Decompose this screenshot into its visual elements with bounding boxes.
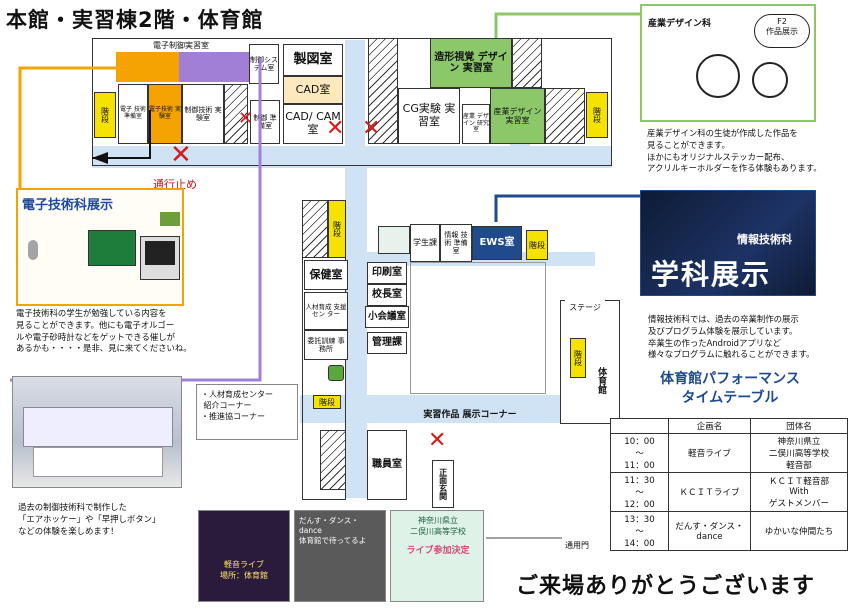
timetable: 企画名 団体名 10：00 ～ 11：00 軽音ライブ 神奈川県立 二俣川高等学…	[610, 418, 848, 551]
denshi-callout: 電子技術科展示	[16, 188, 184, 306]
circuit-board-icon	[88, 230, 136, 266]
timetable-header: 企画名 団体名	[610, 418, 848, 434]
poster-school-name: 神奈川県立 二俣川高等学校	[410, 516, 466, 536]
sangyo-description: 産業デザイン科の生徒が作成した作品を 見ることができます。 ほかにもオリジナルス…	[647, 128, 822, 174]
character-icon	[752, 62, 788, 98]
page-title: 本館・実習棟2階・体育館	[6, 8, 264, 32]
stairs-upper-right: 階段	[586, 92, 608, 138]
timetable-title: 体育館パフォーマンス タイムテーブル	[660, 371, 800, 406]
joho-banner-main: 学科展示	[651, 258, 772, 291]
room-denshi-seigyo-label: 電子制御実習室	[116, 40, 246, 52]
denshi-title: 電子技術科展示	[22, 198, 114, 213]
character-icon	[696, 54, 740, 98]
room-sangyo-jisshu: 産業デザイン 実習室	[490, 88, 545, 144]
stairs-lower-3: 階段	[526, 230, 548, 260]
room-cad-cam: CAD/ CAM室	[283, 104, 343, 144]
stairs-upper-left: 階段	[94, 92, 116, 138]
thank-you-footer: ご来場ありがとうございます	[516, 574, 816, 599]
room-sangyo-kenkyu: 産業 デザイン 研究室	[462, 104, 490, 144]
room-denshi-jikken: 電子技術 実験室	[148, 84, 182, 144]
room-denshi-seigyo-purple	[179, 52, 249, 82]
joho-banner: 情報技術科 学科展示	[640, 190, 816, 296]
room-gakusei: 学生課	[410, 224, 440, 262]
room-seizu: 製図室	[283, 44, 343, 76]
room-cad: CAD室	[283, 76, 343, 104]
joho-description: 情報技術科では、過去の卒業制作の展示 及びプログラム体験を展示しています。 卒業…	[648, 314, 815, 360]
table-row: 11：30 ～ 12：00 ＫＣＩＴライブ ＫＣＩＴ軽音部 With ゲストメン…	[610, 472, 848, 512]
room-stage: ステージ	[565, 300, 605, 316]
room-kocho: 校長室	[367, 284, 407, 306]
closed-x-mark: ✕	[238, 108, 254, 129]
room-hoken: 保健室	[304, 260, 348, 290]
room-shokaigi: 小会議室	[365, 306, 409, 328]
oscilloscope-icon	[140, 236, 180, 280]
green-marker	[328, 365, 344, 381]
sangyo-callout: 産業デザイン科 F2 作品展示	[640, 4, 816, 122]
room-cg: CG実験 実習室	[398, 88, 460, 144]
side-gate-label: 通用門	[565, 541, 589, 550]
seigyo-photo	[12, 376, 182, 488]
table-row: 10：00 ～ 11：00 軽音ライブ 神奈川県立 二俣川高等学校 軽音部	[610, 433, 848, 473]
stairs-lower-2: 階段	[313, 395, 341, 409]
room-ews: EWS室	[472, 226, 522, 260]
exhibit-corner-label: 実習作品 展示コーナー	[423, 409, 517, 420]
room-seigyo-system: 制御システム室	[249, 44, 279, 84]
joho-banner-sub: 情報技術科	[737, 233, 792, 246]
closed-x-mark: ✕	[428, 428, 447, 453]
room-insatsu: 印刷室	[367, 262, 407, 284]
component-icon	[160, 212, 180, 226]
room-zokei: 造形視覚 デザイン 実習室	[430, 38, 512, 88]
poster-live: 軽音ライブ 場所：体育館	[198, 510, 290, 602]
stairs-gym: 階段	[570, 338, 586, 378]
road-closed-label: 通行止め	[153, 178, 197, 191]
poster-dance: だんす・ダンス・ dance 体育館で待ってるよ	[294, 510, 386, 602]
main-entrance: 正面玄関	[432, 460, 454, 508]
room-taiikukan: 体育館	[586, 360, 616, 400]
room-kanri: 管理課	[367, 332, 407, 354]
room-itaku: 委託訓練 事務所	[304, 330, 348, 360]
sangyo-cartoon-title: 産業デザイン科	[648, 19, 712, 29]
table-row: 13：30 ～ 14：00 だんす・ダンス・ dance ゆかいな仲間たち	[610, 511, 848, 551]
room-shokuin: 職員室	[367, 430, 407, 500]
closed-x-mark: ✕	[326, 116, 345, 141]
room-joho-junbi: 情報 技術 準備室	[440, 224, 472, 262]
poster-school: 神奈川県立 二俣川高等学校 ライブ参加決定	[390, 510, 484, 602]
poster-school-tag: ライブ参加決定	[406, 546, 470, 556]
restroom	[378, 226, 410, 254]
room-jinzai: 人材育成 支援セン ター	[304, 292, 348, 330]
room-seigyo-jikken: 制御技術 実験室	[182, 84, 224, 144]
corner-list: ・人材育成センター 紹介コーナー ・推進協コーナー	[196, 384, 298, 440]
closed-x-mark: ✕	[362, 116, 381, 141]
closed-x-mark: ✕	[170, 140, 192, 170]
seigyo-description: 過去の制御技術科で制作した 「エアホッケー」や「早押しボタン」 などの体験を楽し…	[18, 502, 161, 536]
room-denshi-junbi: 電子 技術 準備室	[118, 84, 148, 144]
denshi-description: 電子技術科の学生が勉強している内容を 見ることができます。他にも電子オルゴー ル…	[16, 308, 192, 354]
stairs-lower-1: 階段	[328, 200, 346, 258]
led-icon	[28, 240, 38, 260]
room-seigyo-junbi: 制御 準備室	[250, 100, 280, 144]
sangyo-cartoon-bubble: F2 作品展示	[754, 14, 810, 48]
